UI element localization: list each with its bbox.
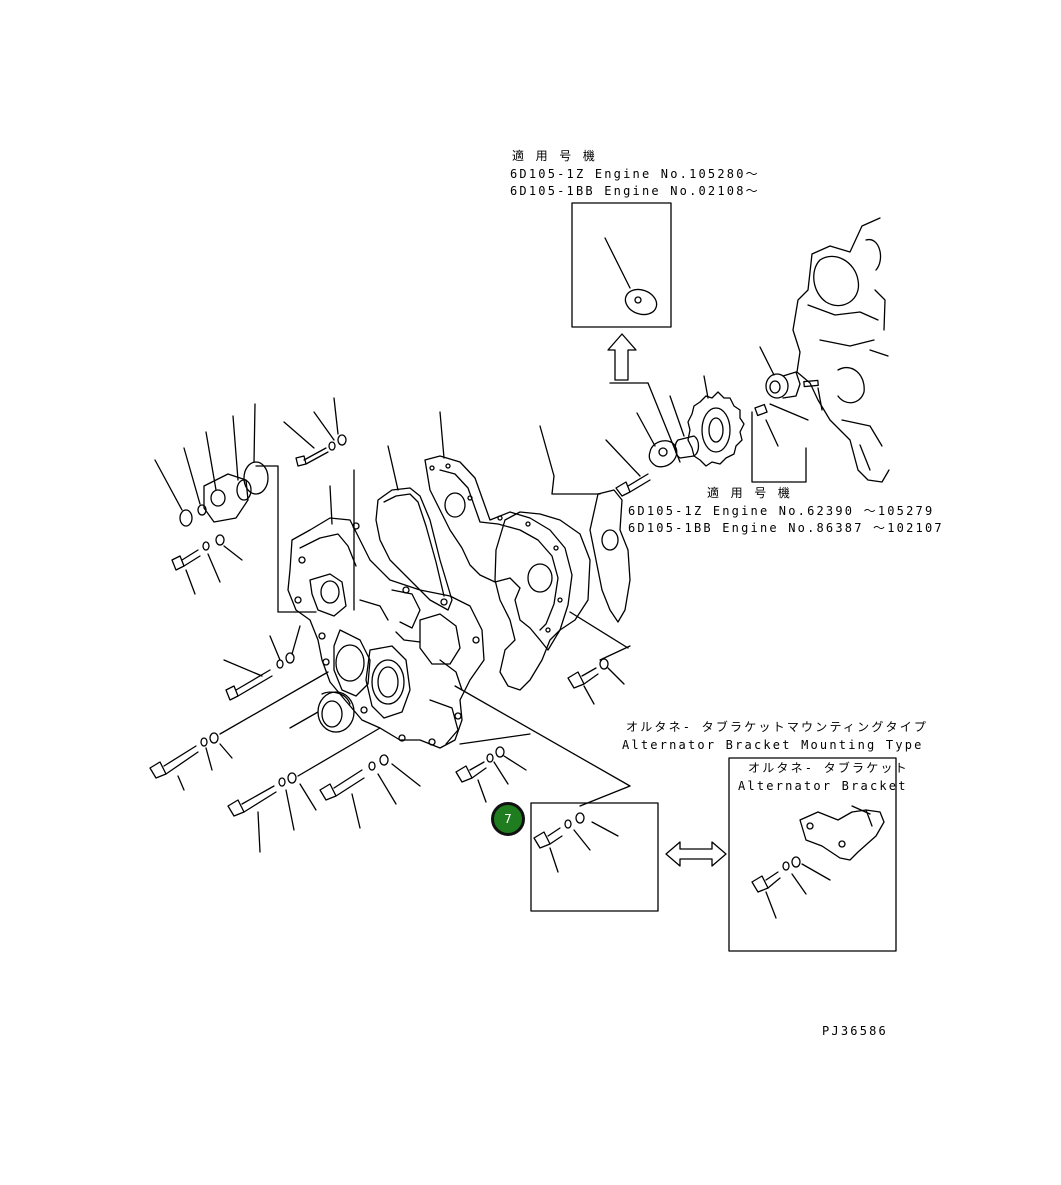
water-pump-cover [154,403,317,613]
gear-case-gasket [424,411,573,651]
idler-shaft [759,346,823,411]
case-gasket-left [375,445,453,611]
upper-note-heading: 適 用 号 機 [512,149,598,163]
front-oil-seal [289,691,355,733]
middle-bolt [223,625,301,701]
lower-inset-box [454,685,659,912]
right-note-line2: 6D105-1BB Engine No.86387 〜102107 [628,521,944,535]
upper-note-line2: 6D105-1BB Engine No.02108〜 [510,184,760,198]
alt-bracket-label-en: Alternator Bracket [738,779,908,793]
mid-bolt-bottom [319,754,421,829]
timing-plate [494,425,631,691]
plate-bolt [567,645,631,705]
upper-inset-box [571,202,672,328]
engine-block [792,217,890,483]
up-arrow-icon [607,333,637,381]
thrust-washer [636,395,700,468]
alternator-bracket-box [728,757,897,952]
long-bolt-left [149,671,329,791]
mounting-type-label-en: Alternator Bracket Mounting Type [622,738,924,752]
alt-bracket-label-jp: オルタネ- タブラケット [748,761,909,775]
top-bolts [283,397,347,467]
right-note-line1: 6D105-1Z Engine No.62390 〜105279 [628,504,935,518]
right-note-heading: 適 用 号 機 [707,486,793,500]
long-bolt-bottom [227,727,381,853]
pin-bracket [751,403,809,483]
idler-gear [687,375,745,467]
upper-note-line1: 6D105-1Z Engine No.105280〜 [510,167,760,181]
double-arrow-icon [665,841,727,867]
left-bolts [171,534,243,595]
mounting-type-label-jp: オルタネ- タブラケットマウンティングタイプ [626,720,929,734]
callout-7[interactable]: 7 [491,802,525,836]
gear-case [287,469,485,749]
right-bolt-bottom [455,733,531,803]
drawing-id: PJ36586 [822,1024,888,1038]
gear-bolt [605,439,651,497]
